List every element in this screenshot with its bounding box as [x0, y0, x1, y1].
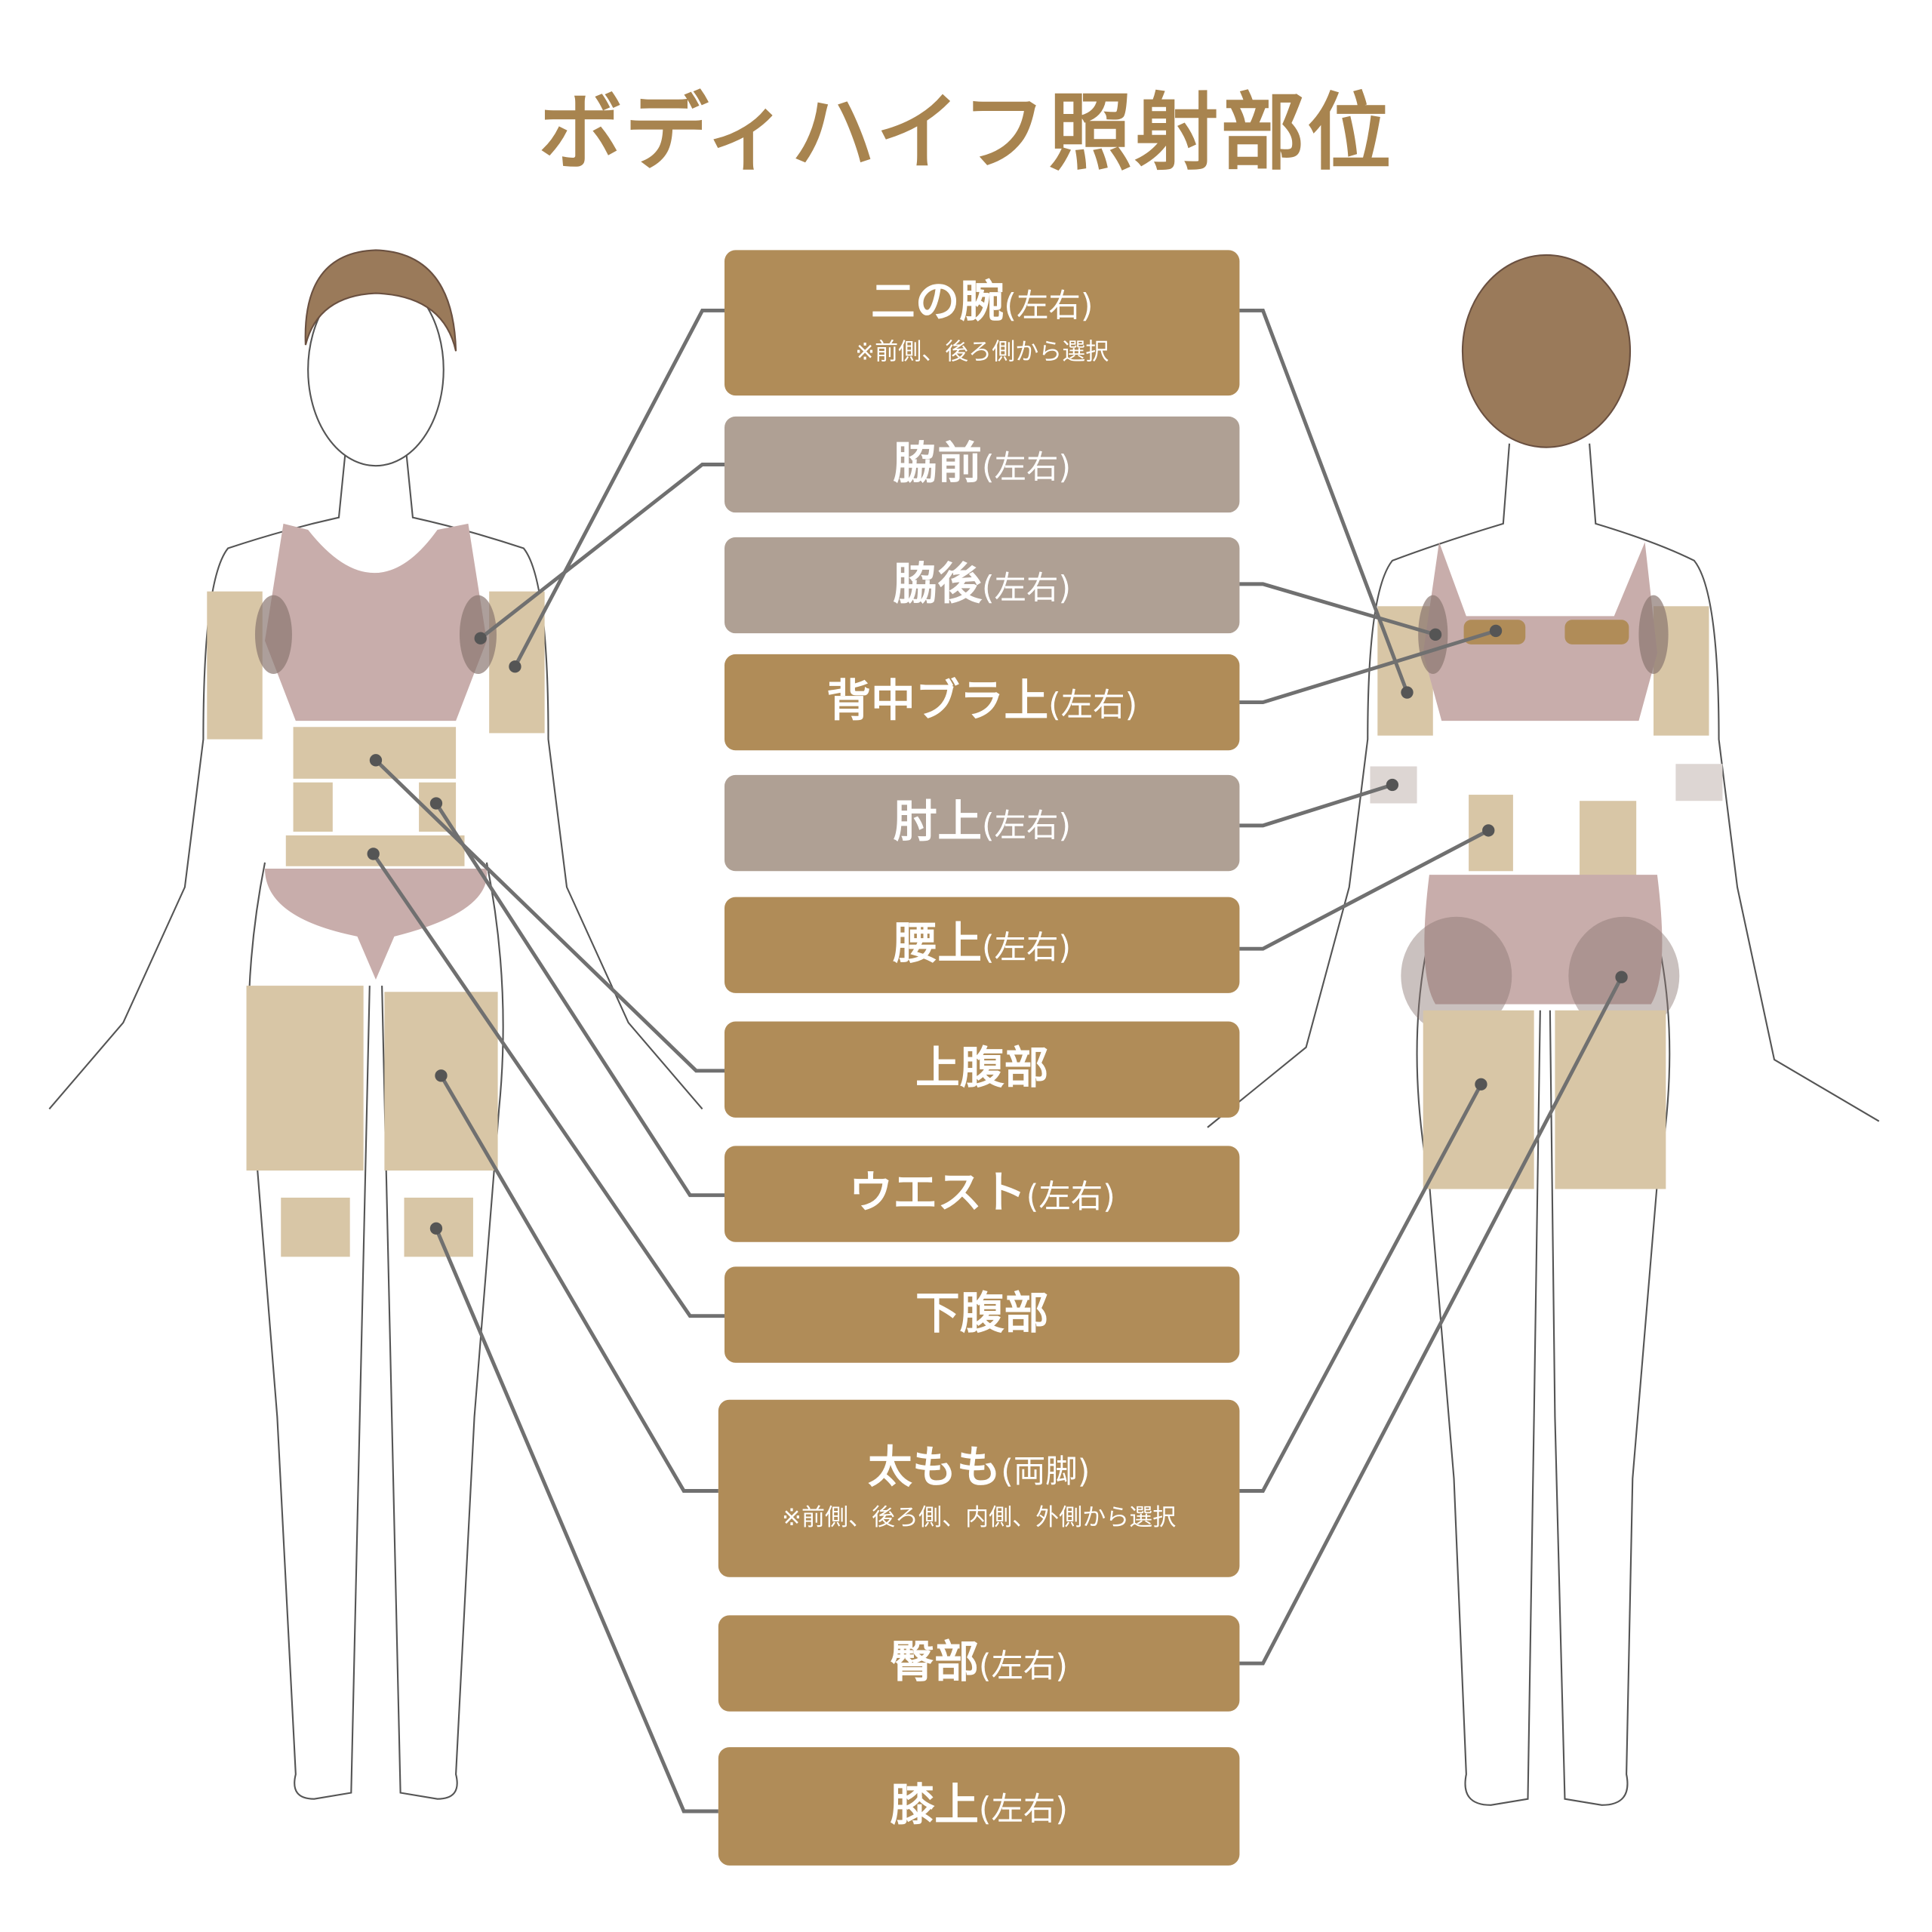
area-suffix: (左右) [981, 450, 1072, 488]
front-figure [48, 249, 703, 1800]
leader-dots [367, 624, 1628, 1235]
area-front-armpit[interactable]: 脇前(左右) [724, 416, 1240, 513]
area-suffix: (左右) [1026, 1179, 1115, 1217]
back-zones [1370, 542, 1723, 1189]
area-label: 肘上 [893, 797, 982, 848]
area-label: 背中ブラ上 [826, 676, 1049, 728]
page-title: ボディハイフ照射部位 [538, 85, 1394, 183]
back-figure [1207, 254, 1880, 1806]
area-above-knee[interactable]: 膝上(左右) [718, 1747, 1240, 1866]
area-label: 脇後 [893, 559, 982, 611]
area-upper-abdomen[interactable]: 上腹部 [724, 1021, 1240, 1118]
area-label: 脇前 [893, 438, 982, 490]
area-suffix: (左右) [1048, 688, 1138, 725]
area-label: ウエスト [848, 1168, 1026, 1220]
area-suffix: (左右) [981, 571, 1072, 608]
area-suffix: (左右) [981, 930, 1072, 968]
area-suffix: (左右) [978, 1648, 1068, 1686]
area-upper-arm[interactable]: 二の腕(左右) ※前側、後ろ側から選択 [724, 250, 1240, 396]
area-note: ※前側、後ろ側、内側、外側から選択 [781, 1504, 1177, 1532]
area-buttocks[interactable]: 臀部(左右) [718, 1615, 1240, 1712]
area-suffix: (左右) [981, 808, 1072, 846]
area-label: 膝上 [890, 1780, 979, 1832]
area-note: ※前側、後ろ側から選択 [855, 339, 1109, 367]
area-label: 上腹部 [915, 1044, 1049, 1095]
area-label: 太もも [867, 1442, 1001, 1494]
area-suffix: (両脚) [1001, 1454, 1091, 1491]
area-label: 臀部 [890, 1638, 979, 1689]
front-zones [207, 523, 545, 1257]
area-suffix: (左右) [978, 1792, 1068, 1829]
leader-lines [371, 308, 1623, 1814]
area-above-elbow[interactable]: 肘上(左右) [724, 774, 1240, 872]
area-upper-hip[interactable]: 腰上(左右) [724, 897, 1240, 993]
area-label: 下腹部 [915, 1289, 1049, 1340]
area-label: 二の腕 [871, 276, 1004, 328]
area-back-armpit[interactable]: 脇後(左右) [724, 537, 1240, 634]
area-suffix: (左右) [1004, 288, 1094, 325]
area-label: 腰上 [893, 919, 982, 971]
area-thighs[interactable]: 太もも(両脚) ※前側、後ろ側、内側、外側から選択 [718, 1399, 1240, 1577]
area-upper-back-bra[interactable]: 背中ブラ上(左右) [724, 654, 1240, 751]
area-lower-abdomen[interactable]: 下腹部 [724, 1266, 1240, 1363]
area-waist[interactable]: ウエスト(左右) [724, 1146, 1240, 1242]
